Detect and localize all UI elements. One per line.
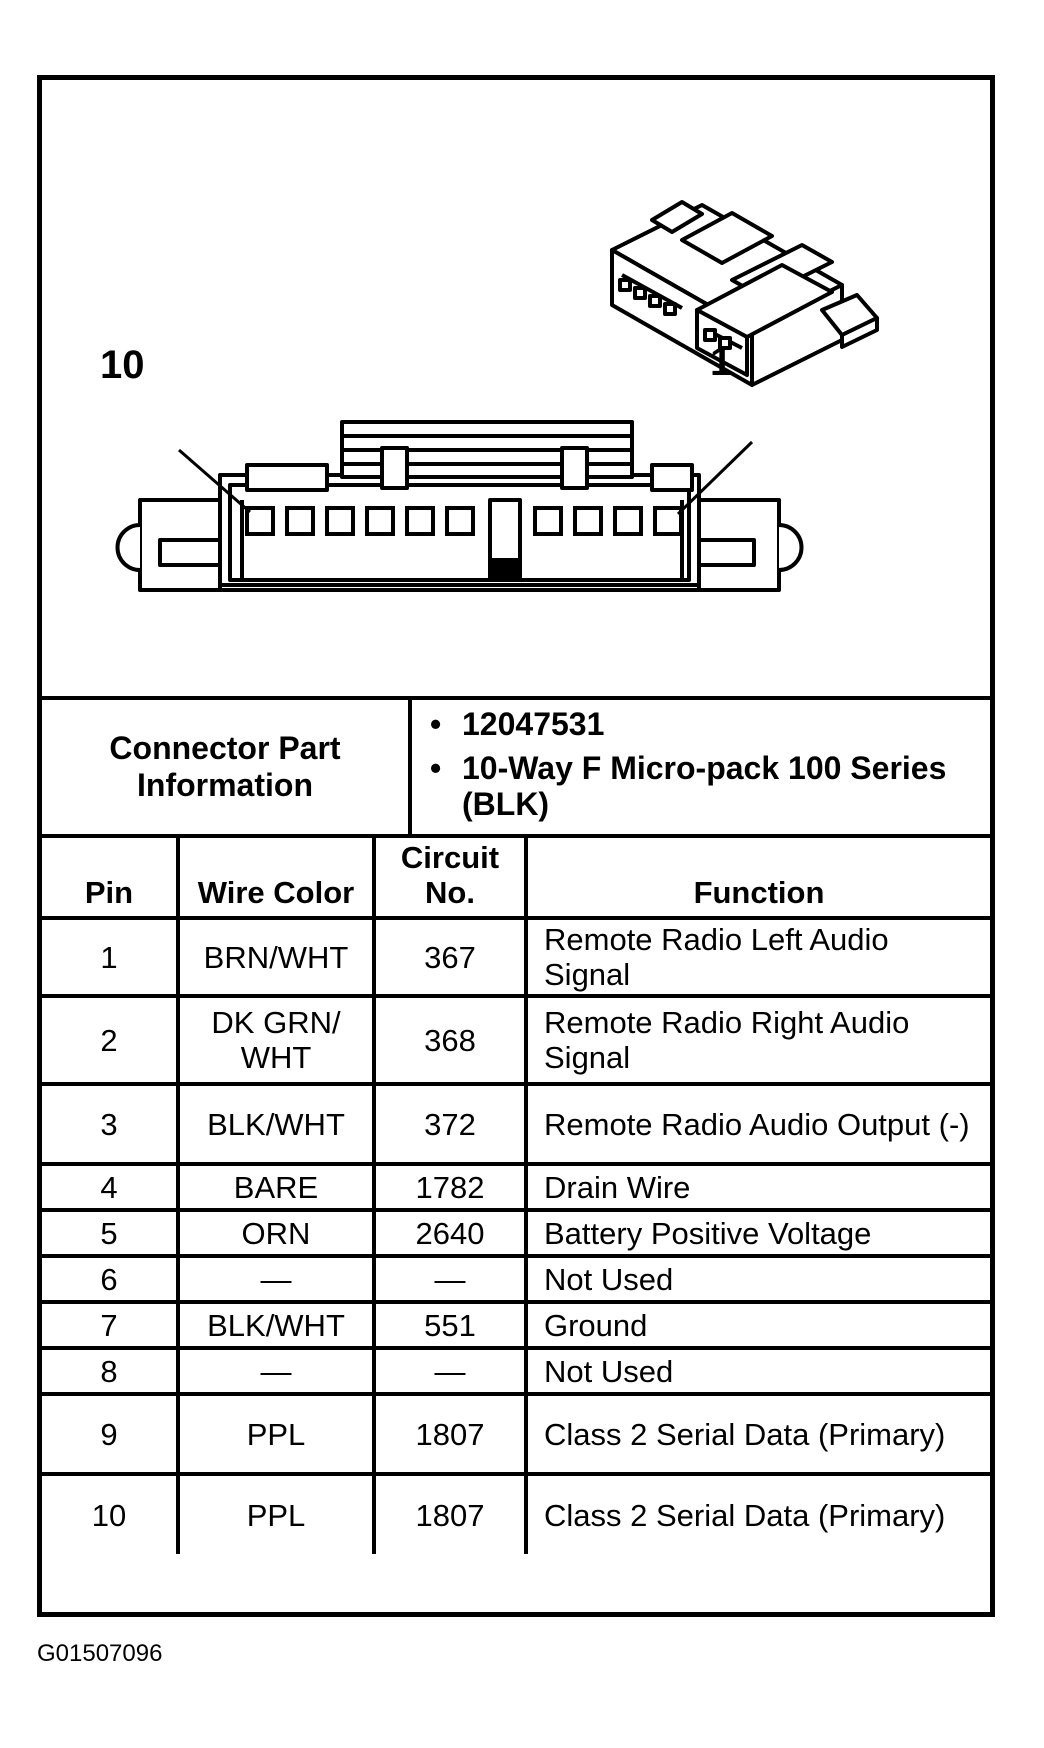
- cavity-pin-6: [405, 506, 435, 536]
- function-cell: Drain Wire: [524, 1162, 990, 1212]
- table-row: 1 BRN/WHT 367 Remote Radio Left Audio Si…: [42, 916, 990, 998]
- pin-1-leader-line: [676, 440, 754, 516]
- circuit-cell: 1807: [372, 1392, 528, 1476]
- function-cell: Battery Positive Voltage: [524, 1208, 990, 1258]
- header-function: Function: [524, 838, 990, 920]
- wire-color-cell: PPL: [176, 1392, 376, 1476]
- circuit-cell: 367: [372, 916, 528, 998]
- connector-frame: 10 1 Connector Part Information 12047531…: [37, 75, 995, 1617]
- circuit-cell: 368: [372, 994, 528, 1086]
- pin-cell: 9: [42, 1392, 180, 1476]
- cavity-pin-10: [245, 506, 275, 536]
- table-row: 7 BLK/WHT 551 Ground: [42, 1300, 990, 1350]
- connector-part-info: Connector Part Information 12047531 10-W…: [42, 700, 990, 838]
- connector-diagram: 10 1: [42, 80, 990, 700]
- pin-cell: 8: [42, 1346, 180, 1396]
- cavity-pin-7: [365, 506, 395, 536]
- function-cell: Ground: [524, 1300, 990, 1350]
- function-cell: Remote Radio Left Audio Signal: [524, 916, 990, 998]
- pin-cell: 1: [42, 916, 180, 998]
- wire-color-cell: ORN: [176, 1208, 376, 1258]
- wire-color-cell: BLK/WHT: [176, 1300, 376, 1350]
- wire-color-cell: BRN/WHT: [176, 916, 376, 998]
- function-cell: Not Used: [524, 1254, 990, 1304]
- pin-10-leader-line: [178, 448, 251, 514]
- pin-table: Pin Wire Color Circuit No. Function 1 BR…: [42, 838, 990, 1554]
- figure-id: G01507096: [37, 1640, 163, 1667]
- function-cell: Remote Radio Audio Output (-): [524, 1082, 990, 1166]
- function-cell: Class 2 Serial Data (Primary): [524, 1472, 990, 1554]
- pin-cavities: [245, 506, 683, 536]
- table-row: 10 PPL 1807 Class 2 Serial Data (Primary…: [42, 1472, 990, 1554]
- header-wire-color: Wire Color: [176, 838, 376, 920]
- connector-isometric-view: [610, 200, 879, 387]
- header-circuit-no: Circuit No.: [372, 838, 528, 920]
- header-pin: Pin: [42, 838, 180, 920]
- cavity-pin-8: [325, 506, 355, 536]
- circuit-cell: —: [372, 1254, 528, 1304]
- pin-cell: 4: [42, 1162, 180, 1212]
- circuit-cell: 2640: [372, 1208, 528, 1258]
- table-row: 9 PPL 1807 Class 2 Serial Data (Primary): [42, 1392, 990, 1476]
- table-row: 3 BLK/WHT 372 Remote Radio Audio Output …: [42, 1082, 990, 1166]
- cavity-pin-2: [613, 506, 643, 536]
- cavity-pin-1: [653, 506, 683, 536]
- function-cell: Remote Radio Right Audio Signal: [524, 994, 990, 1086]
- wire-color-cell: BARE: [176, 1162, 376, 1212]
- cavity-pin-4: [533, 506, 563, 536]
- table-header-row: Pin Wire Color Circuit No. Function: [42, 838, 990, 920]
- circuit-cell: 1807: [372, 1472, 528, 1554]
- connector-drawing: [115, 200, 879, 592]
- table-row: 4 BARE 1782 Drain Wire: [42, 1162, 990, 1212]
- wire-color-cell: —: [176, 1254, 376, 1304]
- function-cell: Class 2 Serial Data (Primary): [524, 1392, 990, 1476]
- pin-cell: 7: [42, 1300, 180, 1350]
- part-number: 12047531: [430, 706, 990, 742]
- circuit-cell: 1782: [372, 1162, 528, 1212]
- circuit-cell: 372: [372, 1082, 528, 1166]
- pin-10-label: 10: [100, 343, 145, 387]
- pin-cell: 5: [42, 1208, 180, 1258]
- circuit-cell: 551: [372, 1300, 528, 1350]
- connector-part-info-label: Connector Part Information: [42, 700, 412, 834]
- table-row: 2 DK GRN/ WHT 368 Remote Radio Right Aud…: [42, 994, 990, 1086]
- connector-type: 10-Way F Micro-pack 100 Series (BLK): [430, 750, 990, 822]
- pin-cell: 3: [42, 1082, 180, 1166]
- wire-color-cell: DK GRN/ WHT: [176, 994, 376, 1086]
- table-row: 5 ORN 2640 Battery Positive Voltage: [42, 1208, 990, 1258]
- cavity-pin-3: [573, 506, 603, 536]
- circuit-cell: —: [372, 1346, 528, 1396]
- pin-cell: 10: [42, 1472, 180, 1554]
- pin-cell: 2: [42, 994, 180, 1086]
- pin-1-label: 1: [710, 340, 733, 384]
- cavity-pin-9: [285, 506, 315, 536]
- cavity-pin-5: [445, 506, 475, 536]
- function-cell: Not Used: [524, 1346, 990, 1396]
- wire-color-cell: —: [176, 1346, 376, 1396]
- table-row: 8 — — Not Used: [42, 1346, 990, 1396]
- table-row: 6 — — Not Used: [42, 1254, 990, 1304]
- connector-part-info-list: 12047531 10-Way F Micro-pack 100 Series …: [412, 700, 990, 834]
- connector-front-view: [115, 420, 804, 592]
- pin-cell: 6: [42, 1254, 180, 1304]
- wire-color-cell: PPL: [176, 1472, 376, 1554]
- wire-color-cell: BLK/WHT: [176, 1082, 376, 1166]
